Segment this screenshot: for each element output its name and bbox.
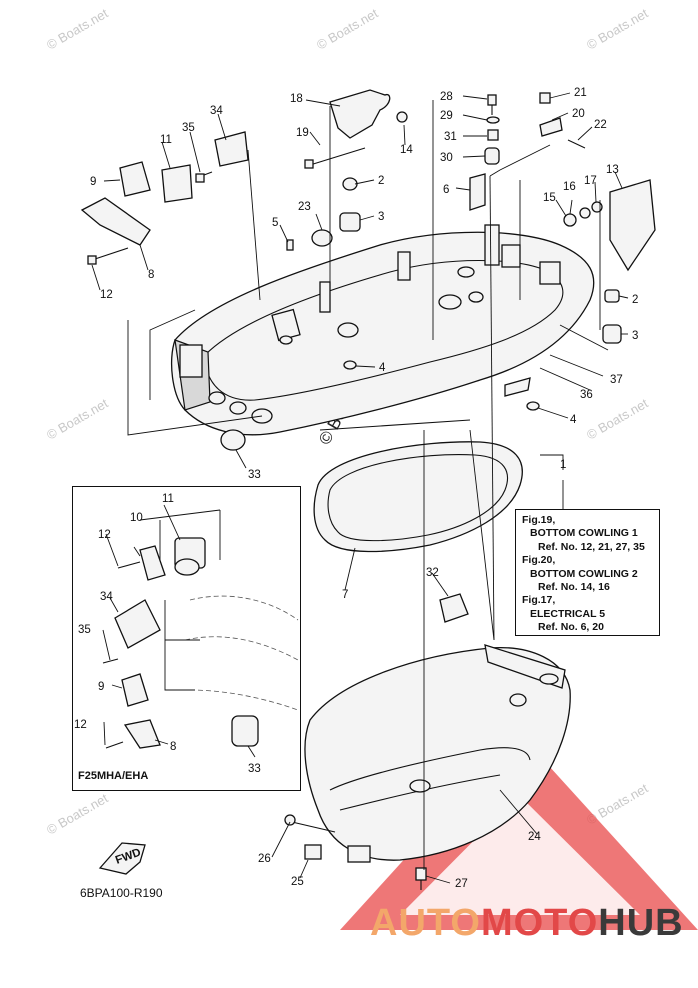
watermark: © Boats.net [44, 395, 111, 442]
callout-18: 18 [290, 93, 303, 105]
callout-2: 2 [632, 294, 638, 306]
small-parts-top [286, 89, 656, 411]
bottom-cowling-lower [304, 644, 571, 861]
note-line: Fig.19, [522, 514, 556, 526]
watermark: © Boats.net [44, 790, 111, 837]
callout-22: 22 [594, 119, 607, 131]
inset-model-label: F25MHA/EHA [78, 770, 149, 782]
callout-12: 12 [100, 289, 113, 301]
callout-numbers: 1 2 2 3 3 4 4 5 6 7 8 8 9 9 10 11 11 12 … [74, 87, 638, 890]
note-line: ELECTRICAL 5 [530, 607, 606, 620]
callout-36: 36 [580, 389, 593, 401]
leader-lines [91, 92, 629, 884]
callout-8: 8 [170, 741, 176, 753]
callout-34: 34 [100, 591, 113, 603]
callout-7: 7 [342, 589, 348, 601]
small-parts-bottom [284, 814, 427, 890]
callout-11: 11 [160, 134, 172, 146]
callout-35: 35 [182, 122, 195, 134]
watermark: © Boats.net [44, 5, 111, 52]
small-parts-left [80, 131, 249, 451]
callout-11: 11 [162, 493, 174, 505]
callout-6: 6 [443, 184, 449, 196]
reference-note-box: Fig.19, BOTTOM COWLING 1 Ref. No. 12, 21… [515, 509, 660, 636]
inset-parts [102, 537, 299, 749]
callout-9: 9 [90, 176, 96, 188]
callout-28: 28 [440, 91, 453, 103]
callout-15: 15 [543, 192, 556, 204]
callout-23: 23 [298, 201, 311, 213]
callout-25: 25 [291, 876, 304, 888]
callout-10: 10 [130, 512, 143, 524]
callout-31: 31 [444, 131, 457, 143]
watermark: © Boats.net [584, 5, 651, 52]
callout-19: 19 [296, 127, 309, 139]
note-line: Fig.17, [522, 594, 556, 607]
inset-detail-frame [72, 486, 301, 791]
brand-triangle-logo [340, 733, 698, 930]
callout-20: 20 [572, 108, 585, 120]
drawing-code: 6BPA100-R190 [80, 886, 163, 900]
callout-2: 2 [378, 175, 384, 187]
note-line: BOTTOM COWLING 2 [530, 567, 638, 580]
watermark: © Boats.net [584, 395, 651, 442]
note-line: BOTTOM COWLING 1 [530, 527, 638, 540]
watermark: © Boats.net [314, 5, 381, 52]
callout-32: 32 [426, 567, 439, 579]
callout-33: 33 [248, 763, 261, 775]
callout-37: 37 [610, 374, 623, 386]
brand-part-moto: MOTO [480, 902, 599, 944]
note-line: Ref. No. 6, 20 [538, 621, 604, 634]
callout-16: 16 [563, 181, 576, 193]
callout-1: 1 [560, 459, 566, 471]
callout-4: 4 [379, 362, 386, 374]
callout-26: 26 [258, 853, 271, 865]
brand-part-auto: AUTO [370, 902, 481, 944]
brand-part-hub: HUB [598, 902, 684, 944]
bottom-cowling-seal [313, 441, 523, 553]
callout-33: 33 [248, 469, 261, 481]
callout-12: 12 [98, 529, 111, 541]
grommet-32 [439, 593, 469, 623]
callout-21: 21 [574, 87, 587, 99]
callout-29: 29 [440, 110, 453, 122]
callout-8: 8 [148, 269, 154, 281]
callout-30: 30 [440, 152, 453, 164]
fwd-arrow-icon: FWD [98, 842, 146, 875]
bottom-cowling-upper [170, 224, 595, 436]
note-line: Ref. No. 12, 21, 27, 35 [538, 540, 645, 553]
callout-4: 4 [570, 414, 577, 426]
callout-14: 14 [400, 144, 413, 156]
callout-24: 24 [528, 831, 541, 843]
callout-27: 27 [455, 878, 468, 890]
callout-3: 3 [378, 211, 384, 223]
callout-5: 5 [272, 217, 278, 229]
note-line: Fig.20, [522, 554, 556, 567]
brand-logo-text: AUTOMOTOHUB [370, 902, 684, 944]
callout-3: 3 [632, 330, 638, 342]
callout-13: 13 [606, 164, 619, 176]
callout-12: 12 [74, 719, 87, 731]
bracket-18 [329, 89, 391, 139]
callout-17: 17 [584, 175, 597, 187]
callout-35: 35 [78, 624, 91, 636]
callout-34: 34 [210, 105, 223, 117]
note-line: Ref. No. 14, 16 [538, 581, 610, 594]
callout-9: 9 [98, 681, 104, 693]
